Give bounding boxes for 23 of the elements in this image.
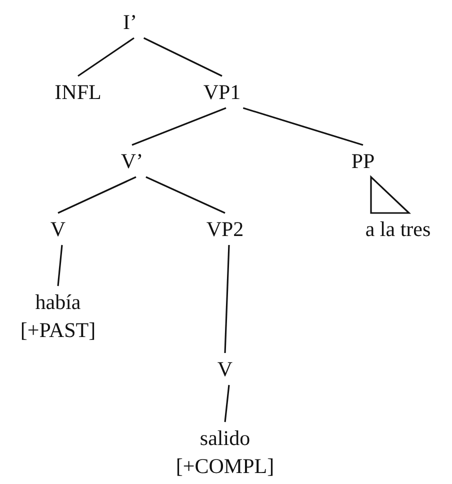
tree-label: había [35,289,81,316]
tree-label: V [50,216,66,243]
tree-branch [242,107,364,146]
feature-label: [+COMPL] [176,453,274,480]
tree-label: VP1 [203,79,241,106]
triangle-connector [370,175,411,214]
tree-branch [57,244,63,286]
tree-branch [143,37,222,77]
tree-label: a la tres [365,216,431,243]
tree-branch [78,37,134,77]
tree-label: V’ [120,148,144,175]
feature-label: [+PAST] [20,317,96,344]
tree-label: INFL [54,79,102,106]
tree-branch [58,176,136,214]
tree-label: VP2 [206,216,244,243]
tree-label: PP [351,148,375,175]
tree-branch [132,107,226,146]
tree-branch [224,384,230,422]
tree-branch [146,176,226,214]
tree-branch [224,244,230,354]
tree-label: I’ [123,9,137,36]
tree-label: salido [200,425,250,452]
tree-label: V [217,356,233,383]
